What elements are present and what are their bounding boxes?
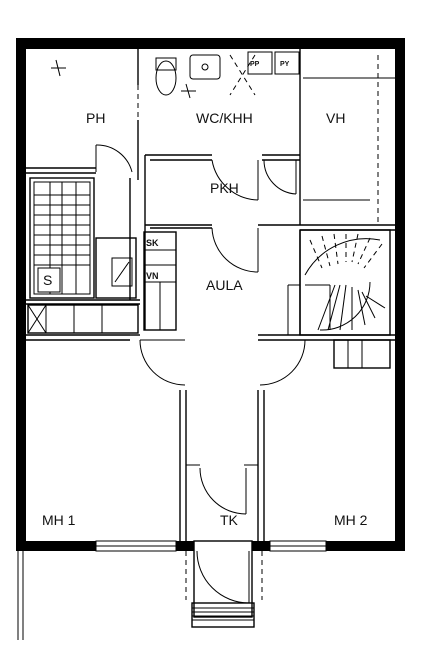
storage-cabinets-left: [27, 304, 139, 334]
room-label-pkh: PKH: [210, 180, 239, 196]
room-label-ph: PH: [86, 110, 105, 126]
fixture-label-sk: SK: [146, 238, 159, 248]
room-label-aula: AULA: [206, 277, 243, 293]
room-label-mh2: MH 2: [334, 512, 368, 528]
fixture-label-py: PY: [280, 61, 290, 68]
room-label-sauna: S: [43, 272, 52, 288]
sauna-benches: [26, 177, 140, 305]
fixture-label-pp: PP: [250, 61, 260, 68]
storage-cabinets-right: [333, 339, 391, 369]
room-label-tk: TK: [220, 512, 239, 528]
room-labels: PH WC/KHH VH PKH S AULA MH 1 MH 2 TK: [42, 110, 368, 528]
bottom-windows: [95, 540, 327, 552]
sk-vn-cabinets: [143, 231, 177, 331]
room-label-mh1: MH 1: [42, 512, 76, 528]
room-label-wc-khh: WC/KHH: [196, 110, 253, 126]
doors: [95, 144, 306, 515]
fixture-labels: SK VN PP PY: [146, 61, 290, 281]
outer-walls: [16, 38, 405, 551]
fixture-label-vn: VN: [146, 271, 159, 281]
entrance-porch: [185, 540, 263, 628]
staircase: [287, 229, 391, 336]
fixtures: [51, 51, 300, 99]
room-label-vh: VH: [326, 110, 345, 126]
dashed-guides: [137, 54, 395, 225]
exterior-fence: [17, 551, 24, 640]
